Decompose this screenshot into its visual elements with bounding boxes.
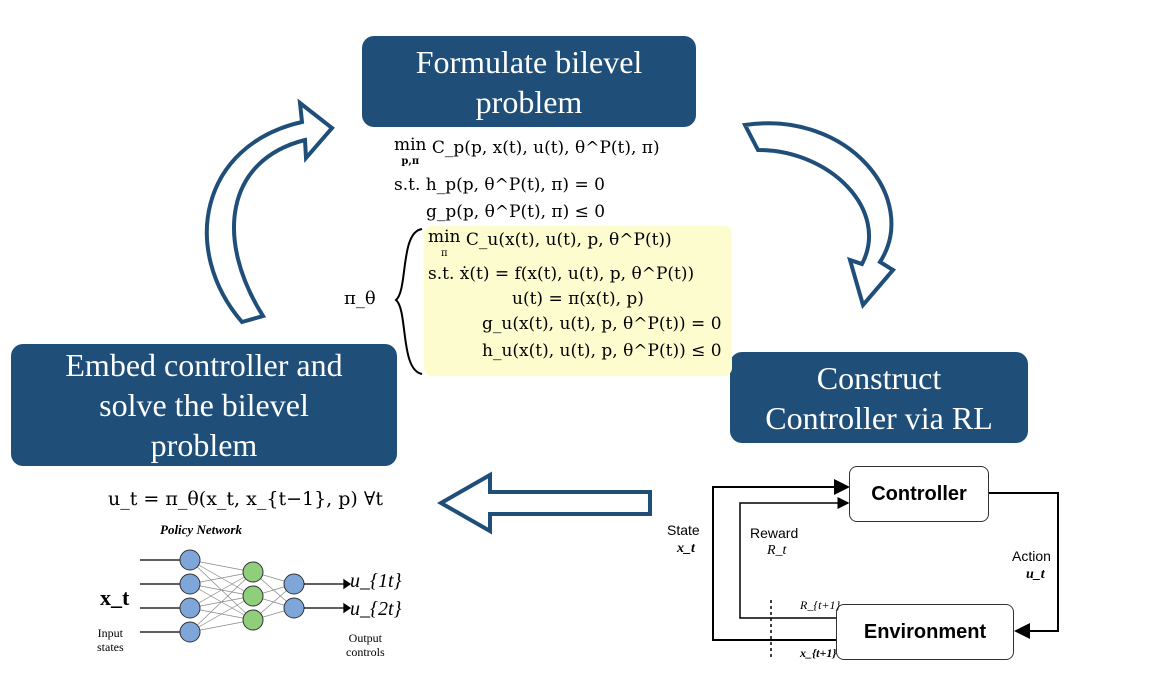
action-symbol: u_t bbox=[1026, 567, 1045, 582]
network-edge bbox=[189, 571, 254, 585]
reward-label: Reward bbox=[750, 525, 799, 541]
network-edge bbox=[189, 571, 254, 609]
input-symbol: x_t bbox=[100, 585, 130, 610]
policy-network-title: Policy Network bbox=[160, 522, 242, 537]
reward-loop-line bbox=[739, 497, 850, 619]
input-caption: Input states bbox=[97, 626, 124, 654]
input-node bbox=[179, 573, 201, 595]
embed-line-2: solve the bilevel bbox=[99, 387, 309, 423]
upper-obj: C_p(p, x(t), u(t), θ^P(t), π) bbox=[431, 138, 660, 158]
embed-line-3: problem bbox=[150, 427, 258, 463]
embed-box: Embed controller and solve the bilevel p… bbox=[11, 344, 397, 466]
network-nodes bbox=[179, 549, 305, 643]
hidden-node bbox=[242, 561, 264, 583]
lower-equality: g_u(x(t), u(t), p, θ^P(t)) = 0 bbox=[482, 314, 722, 334]
upper-objective: min p,π C_p(p, x(t), u(t), θ^P(t), π) bbox=[394, 135, 660, 169]
network-edge bbox=[189, 595, 254, 633]
formulate-line-2: problem bbox=[475, 83, 583, 120]
input-node bbox=[179, 621, 201, 643]
lower-policy: u(t) = π(x(t), p) bbox=[512, 289, 644, 309]
lower-inequality: h_u(x(t), u(t), p, θ^P(t)) ≤ 0 bbox=[482, 341, 722, 361]
hidden-node bbox=[242, 609, 264, 631]
reward-next-symbol: R_{t+1} bbox=[800, 598, 841, 612]
policy-label: π_θ bbox=[344, 288, 376, 309]
action-line bbox=[988, 492, 1059, 639]
output-arrowhead bbox=[343, 578, 352, 590]
upper-min: min bbox=[394, 135, 427, 155]
lower-dynamics: s.t. ẋ(t) = f(x(t), u(t), p, θ^P(t)) bbox=[428, 264, 695, 284]
output-arrowhead bbox=[343, 602, 352, 614]
upper-equality: s.t. h_p(p, θ^P(t), π) = 0 bbox=[394, 175, 605, 195]
network-edge bbox=[189, 571, 254, 633]
lower-obj: C_u(x(t), u(t), p, θ^P(t)) bbox=[465, 230, 672, 250]
embed-line-1: Embed controller and bbox=[65, 347, 343, 383]
network-edge bbox=[189, 619, 254, 633]
formulate-box: Formulate bilevel problem bbox=[362, 36, 696, 127]
lower-min: min bbox=[428, 227, 461, 247]
reward-symbol: R_t bbox=[767, 543, 787, 558]
brace bbox=[394, 228, 423, 375]
curved-arrow-left bbox=[204, 98, 335, 325]
curved-arrow-right bbox=[741, 121, 897, 310]
hidden-node bbox=[242, 585, 264, 607]
network-input-lines bbox=[140, 559, 180, 633]
lower-min-sub: π bbox=[440, 248, 448, 259]
network-output-arrows bbox=[304, 578, 352, 614]
upper-min-sub: p,π bbox=[401, 156, 420, 167]
output-caption-line-2: controls bbox=[346, 645, 385, 659]
output-label-1: u_{1t} bbox=[350, 570, 402, 592]
state-loop-line bbox=[712, 479, 850, 641]
input-caption-line-2: states bbox=[97, 640, 124, 654]
state-symbol: x_t bbox=[677, 541, 695, 556]
construct-line-2: Controller via RL bbox=[765, 399, 993, 436]
input-node bbox=[179, 597, 201, 619]
formulate-line-1: Formulate bilevel bbox=[415, 43, 643, 80]
lower-objective: min π C_u(x(t), u(t), p, θ^P(t)) bbox=[428, 227, 672, 261]
output-label-2: u_{2t} bbox=[350, 598, 402, 620]
construct-line-1: Construct bbox=[816, 359, 942, 396]
output-caption: Output controls bbox=[346, 631, 385, 659]
network-edge bbox=[189, 559, 254, 573]
construct-box: Construct Controller via RL bbox=[730, 352, 1028, 443]
controller-box: Controller bbox=[849, 466, 989, 522]
policy-equation: u_t = π_θ(x_t, x_{t−1}, p) ∀t bbox=[108, 488, 383, 510]
state-label: State bbox=[667, 522, 700, 538]
input-node bbox=[179, 549, 201, 571]
output-caption-line-1: Output bbox=[348, 631, 382, 645]
state-next-symbol: x_{t+1} bbox=[800, 646, 837, 660]
upper-inequality: g_p(p, θ^P(t), π) ≤ 0 bbox=[426, 202, 606, 222]
action-label: Action bbox=[1012, 548, 1051, 564]
lower-level-panel bbox=[424, 226, 732, 376]
input-caption-line-1: Input bbox=[97, 626, 123, 640]
straight-arrow-left bbox=[436, 471, 652, 535]
environment-box: Environment bbox=[836, 604, 1014, 660]
